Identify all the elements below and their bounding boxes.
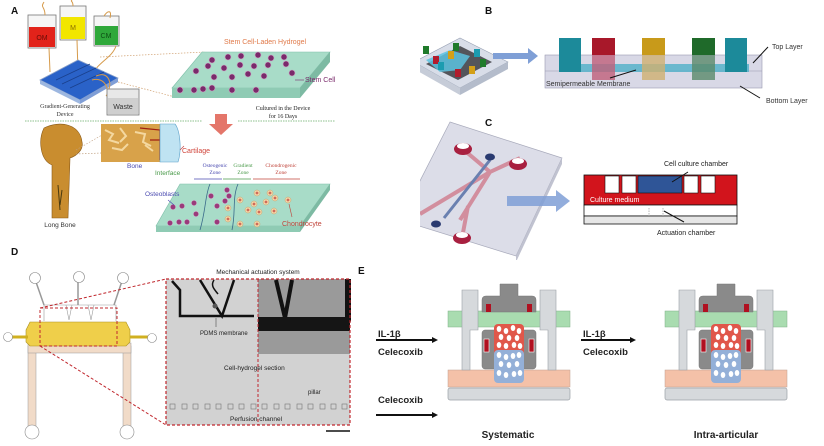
pdms-label: PDMS membrane (200, 331, 248, 337)
beaker-waste: Waste (106, 88, 140, 116)
long-bone-label: Long Bone (44, 222, 76, 229)
panel-c-figure: Culture medium Cell culture chamber Actu… (420, 121, 738, 260)
panel-label-e: E (358, 266, 365, 277)
ports-blue (431, 153, 495, 228)
ports-red (453, 143, 527, 244)
culture-label-line2: for 16 Days (269, 113, 298, 120)
chondrogenic-zone-line1: Chondrogenic (265, 163, 297, 169)
chondrocyte-label: Chondrocyte (282, 221, 322, 228)
hydrogel-section-label: Cell-hydrogel section (224, 365, 285, 372)
well-red (592, 38, 615, 55)
well-yellow (642, 38, 665, 55)
systematic-label: Systematic (482, 430, 535, 441)
il1b-right-label: IL-1β (583, 329, 606, 340)
stem-cell-label: Stem Cell (305, 77, 336, 84)
osteoblast-cells (167, 187, 232, 226)
panel-label-b: B (485, 6, 493, 17)
osteogenic-zone-line1: Osteogenic (203, 163, 228, 169)
well-green (692, 38, 715, 55)
celecoxib-left-bottom-label: Celecoxib (378, 395, 423, 406)
gradient-zone-line1: Gradient (233, 163, 253, 169)
device-label-line1: Gradient-Generating (40, 104, 90, 110)
beaker-m: M (59, 5, 87, 41)
zoom-guide-lines (99, 51, 206, 98)
chondrogenic-zone-line2: Zone (275, 170, 287, 176)
long-bone (40, 123, 83, 219)
bone-label: Bone (127, 163, 143, 170)
beaker-om-label: OM (36, 35, 47, 42)
membrane-label: Semipermeable Membrane (546, 81, 631, 88)
actuation-chamber-label: Actuation chamber (657, 230, 716, 237)
celecoxib-left-top-label: Celecoxib (378, 347, 423, 358)
il1b-left-label: IL-1β (378, 329, 401, 340)
intra-articular-label: Intra-articular (694, 430, 759, 441)
bottom-layer-label: Bottom Layer (766, 98, 808, 105)
waste-label: Waste (113, 104, 133, 111)
cartilage-label: Cartilage (182, 148, 210, 155)
culture-medium-label: Culture medium (590, 197, 640, 204)
cartilage-layer (159, 123, 181, 163)
osteogenic-zone-line2: Zone (209, 170, 221, 176)
panel-label-a: A (11, 6, 19, 17)
arrow-b (493, 48, 538, 64)
panel-e-figure: IL-1β Celecoxib Celecoxib Systematic IL-… (376, 283, 788, 441)
perfusion-label: Perfusion channel (230, 416, 283, 423)
well-teal-1 (559, 38, 581, 72)
beaker-om: OM (27, 14, 57, 49)
zoom-line-top (39, 278, 167, 309)
pillars (169, 403, 348, 410)
beaker-om-liquid (29, 27, 55, 47)
device-schematic (3, 271, 157, 440)
channel-red (420, 148, 521, 239)
pillar-label: pillar (308, 390, 321, 396)
chondrocyte-nuclei (226, 191, 290, 226)
yellow-chamber (25, 321, 131, 347)
interface-label: Interface (155, 170, 181, 177)
panel-a-figure: OM M CM Waste Gradient-Generating Device… (25, 0, 336, 232)
gradient-zone-line2: Zone (237, 170, 249, 176)
panel-b-figure: Semipermeable Membrane Top Layer Bottom … (420, 37, 808, 105)
cell-culture-chamber (637, 175, 683, 194)
chip-c-3d (420, 121, 563, 257)
channel-blue (442, 159, 492, 219)
systematic-joint-model (447, 283, 571, 401)
beaker-cm-label: CM (101, 33, 112, 40)
beaker-cm: CM (93, 15, 120, 47)
panel-label-d: D (11, 247, 19, 258)
panel-label-c: C (485, 118, 493, 129)
chip-wells (423, 43, 486, 77)
tubing (41, 0, 117, 76)
zoom-box (39, 307, 118, 347)
actuation-chamber (583, 204, 738, 217)
cell-chamber-label: Cell culture chamber (664, 161, 729, 168)
gradient-device (39, 59, 119, 101)
chip-channel (426, 50, 470, 72)
arrow-c (507, 190, 570, 212)
beaker-cm-liquid (95, 26, 118, 45)
culture-label-line1: Cultured in the Device (256, 106, 311, 112)
panel-d-figure: Mechanical actuation system PDMS membran… (3, 269, 351, 440)
intra-articular-joint-model (664, 283, 788, 401)
beaker-m-label: M (70, 25, 76, 32)
stem-cells (176, 51, 296, 94)
celecoxib-right-label: Celecoxib (583, 347, 628, 358)
hydrogel-title: Stem Cell-Laden Hydrogel (224, 39, 307, 46)
chondrocyte-cells (224, 189, 292, 228)
culture-down-arrow (209, 114, 233, 135)
top-layer-label: Top Layer (772, 44, 803, 51)
beaker-m-liquid (61, 17, 85, 39)
osteoblasts-label: Osteoblasts (145, 191, 180, 198)
device-label-line2: Device (57, 112, 74, 118)
zoom-line-bottom (39, 345, 167, 426)
mechanical-label: Mechanical actuation system (216, 269, 299, 276)
well-teal-2 (725, 38, 747, 72)
